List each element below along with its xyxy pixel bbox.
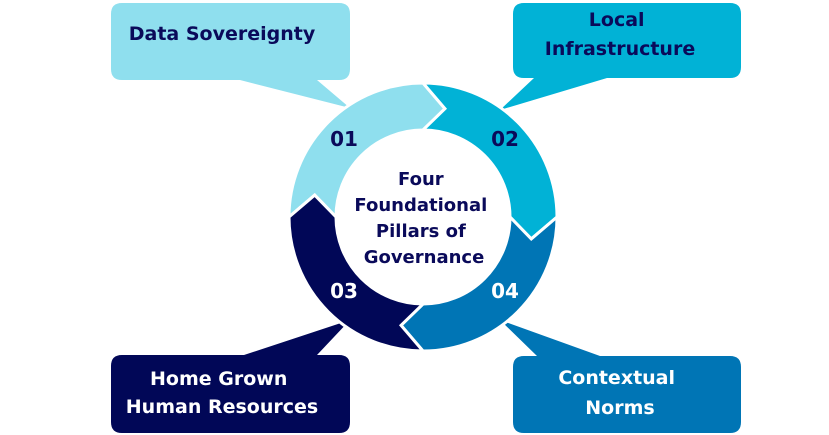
ring-segment-3 — [287, 192, 427, 353]
cycle-ring — [287, 81, 559, 353]
callout-box-2 — [500, 3, 741, 110]
pillar-number-3: 03 — [330, 279, 358, 303]
callout-local-infrastructure: Local Infrastructure — [500, 3, 741, 110]
pillar-number-2: 02 — [491, 127, 519, 151]
center-title: Four Foundational Pillars of Governance — [354, 169, 493, 268]
callout-contextual-norms: Contextual Norms — [500, 320, 741, 433]
pillar-number-1: 01 — [330, 127, 358, 151]
callout-label-1: Data Sovereignty — [129, 23, 316, 45]
callout-box-1 — [111, 3, 350, 108]
callout-home-grown-human-resources: Home Grown Human Resources — [111, 320, 350, 433]
callout-label-4: Contextual Norms — [558, 367, 681, 419]
callout-label-2: Local Infrastructure — [545, 9, 695, 60]
callout-box-3 — [111, 320, 350, 433]
callout-box-4 — [500, 320, 741, 433]
pillar-number-4: 04 — [491, 279, 519, 303]
callout-data-sovereignty: Data Sovereignty — [111, 3, 350, 108]
callout-label-3: Home Grown Human Resources — [126, 368, 318, 418]
